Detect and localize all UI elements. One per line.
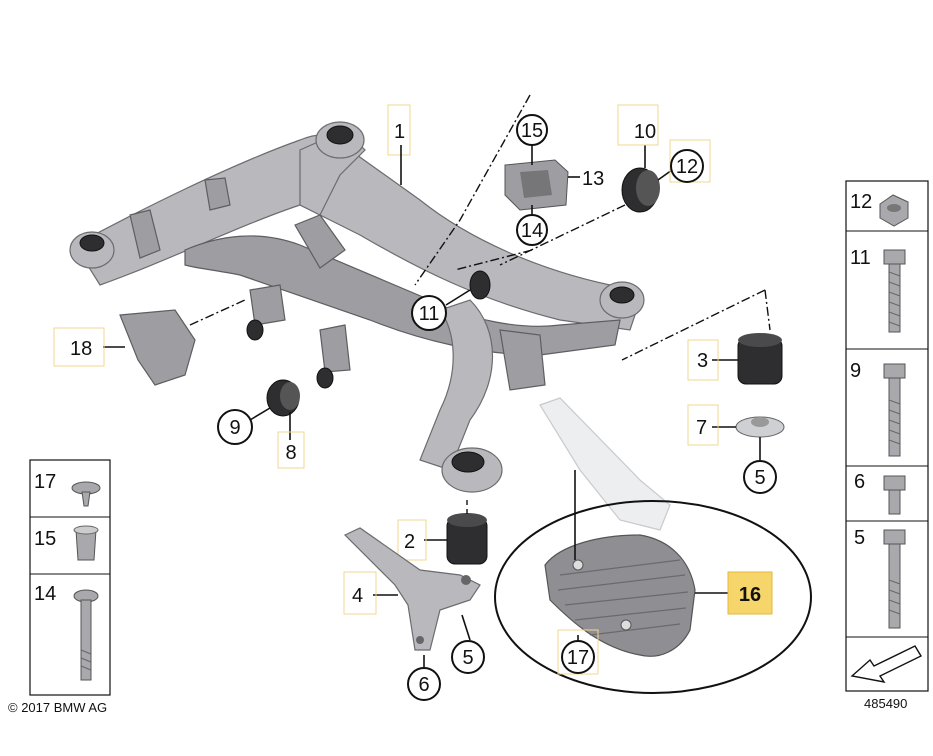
highlight-ellipse	[494, 500, 812, 694]
callout-17	[561, 640, 595, 674]
bolt-6-icon	[883, 475, 906, 491]
callout-18: 18	[70, 338, 92, 360]
callout-11-label: 11	[419, 303, 440, 325]
callout-1-label: 1	[394, 121, 405, 143]
callout-7: 7	[696, 417, 707, 439]
copyright-text: © 2017 BMW AG	[8, 700, 107, 715]
callout-5a-label: 5	[754, 467, 765, 489]
rear-axle-carrier	[69, 121, 645, 493]
side-row-9: 9	[850, 360, 861, 382]
bl-row-17: 17	[34, 471, 56, 493]
control-arm-ghost	[539, 397, 671, 531]
callout-5b	[451, 640, 485, 674]
leader-15-line	[414, 94, 531, 286]
part-7-washer	[712, 416, 785, 460]
part-3-rubber-mount	[621, 289, 783, 385]
diagram-number: 485490	[864, 696, 907, 711]
leader-10-line	[499, 204, 626, 266]
bl-row-14: 14	[34, 583, 56, 605]
side-row-6: 6	[854, 471, 865, 493]
callout-3: 3	[697, 350, 708, 372]
callout-17-label: 17	[567, 647, 589, 669]
part-18-bracket	[103, 299, 246, 386]
callout-12-label: 12	[676, 156, 698, 178]
bolt-9-icon	[883, 363, 906, 379]
part-14-15-bushing	[504, 145, 580, 215]
part-9-bushing	[249, 379, 300, 440]
callout-13: 13	[582, 168, 604, 190]
fastener-side-panel: 12 11 9 6 5	[845, 180, 929, 692]
callout-11	[411, 295, 447, 331]
callout-16-highlight	[727, 571, 773, 615]
callout-6	[407, 667, 441, 701]
callout-5b-label: 5	[462, 647, 473, 669]
callout-5a	[743, 460, 777, 494]
callout-6-label: 6	[418, 674, 429, 696]
leader-14-line	[454, 249, 533, 271]
callout-12	[670, 149, 704, 183]
callout-2: 2	[404, 531, 415, 553]
side-row-5: 5	[854, 527, 865, 549]
callout-15	[516, 114, 548, 146]
bolt-5-icon	[883, 529, 906, 545]
bl-row-15: 15	[34, 528, 56, 550]
callout-4: 4	[352, 585, 363, 607]
callout-16: 16	[739, 584, 761, 606]
side-row-12: 12	[850, 191, 872, 213]
part-2-bushing	[424, 500, 488, 565]
callout-10: 10	[634, 121, 656, 143]
direction-arrow-icon	[850, 645, 922, 683]
bolt-11-icon	[883, 249, 906, 265]
part-10-bushing	[621, 145, 673, 213]
side-row-11: 11	[850, 247, 871, 269]
callout-15-label: 15	[521, 120, 543, 142]
callout-14-label: 14	[521, 220, 543, 242]
part-4-support-bracket	[343, 527, 481, 668]
callout-8: 8	[285, 442, 296, 464]
callout-9-label: 9	[229, 417, 240, 439]
callout-9	[217, 409, 253, 445]
callout-1: 1	[387, 104, 411, 185]
callout-14	[516, 214, 548, 246]
fastener-bottom-left-panel: 17 15 14	[29, 459, 111, 696]
